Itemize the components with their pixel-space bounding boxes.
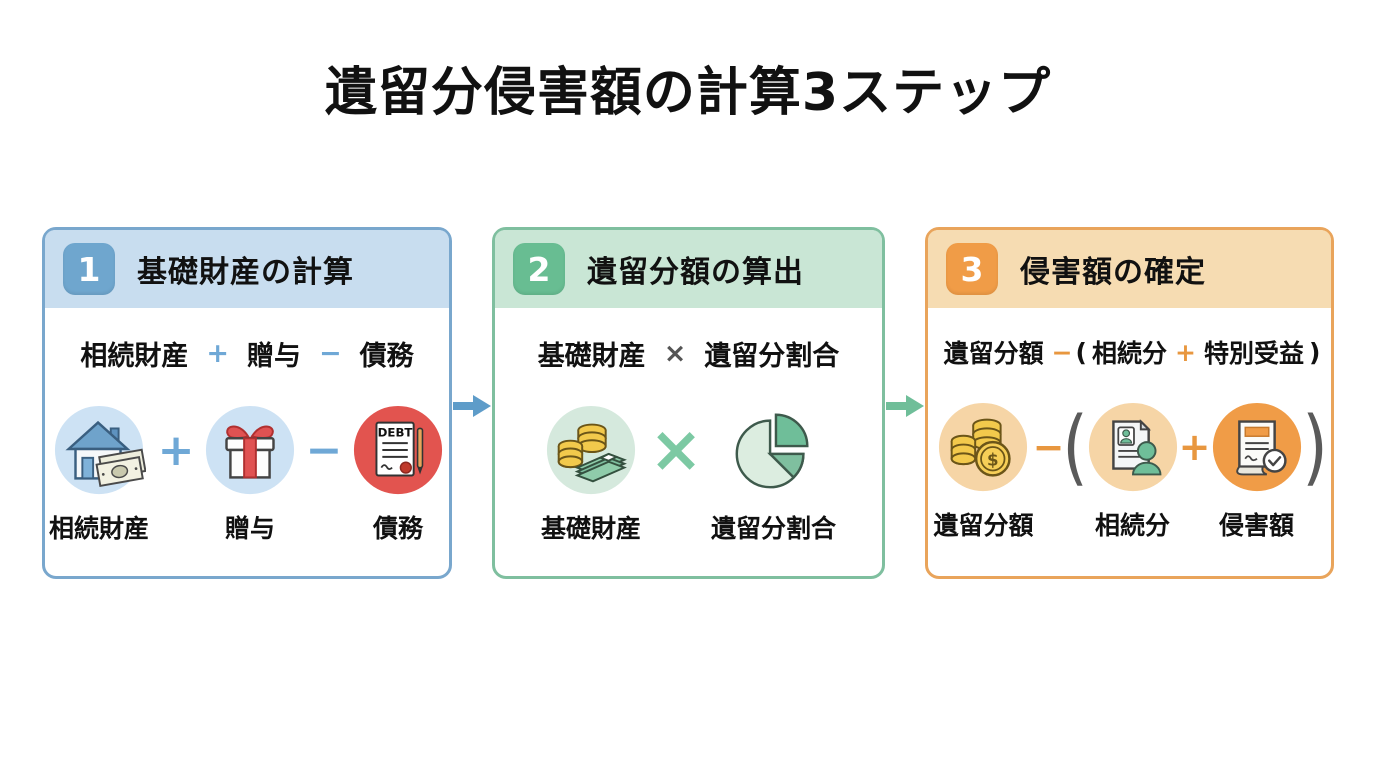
minus-operator: − xyxy=(319,338,342,369)
close-paren: ) xyxy=(1301,399,1328,495)
step-3-formula: 遺留分額 − ( 相続分 + 特別受益 ) xyxy=(939,334,1321,370)
step-1-formula: 相続財産 + 贈与 − 債務 xyxy=(71,334,422,373)
item-label: 相続分 xyxy=(1094,511,1170,540)
formula-term: 贈与 xyxy=(247,341,301,372)
formula-term: 債務 xyxy=(359,341,414,372)
step-1-number-badge: 1 xyxy=(63,243,115,295)
item-label: 遺留分割合 xyxy=(711,514,837,543)
item-debt: DEBT 債務 xyxy=(351,403,445,545)
step-2-header: 2 遺留分額の算出 xyxy=(495,230,882,308)
blue-right-arrow-icon xyxy=(453,395,491,417)
open-paren: ( xyxy=(1075,337,1087,367)
scroll-check-icon xyxy=(1210,400,1304,494)
minus-operator: − xyxy=(1032,425,1065,469)
item-infringement-amount: 侵害額 xyxy=(1210,400,1304,542)
step-2-title: 遺留分額の算出 xyxy=(587,255,804,290)
item-reserve-amount: $ 遺留分額 xyxy=(933,400,1034,542)
plus-operator: + xyxy=(1178,425,1211,469)
item-inheritance-share: 相続分 xyxy=(1086,400,1180,542)
open-paren: ( xyxy=(1061,399,1088,495)
item-gift: 贈与 xyxy=(203,403,297,545)
document-people-icon xyxy=(1086,400,1180,494)
formula-term: 相続財産 xyxy=(80,341,189,372)
item-inherited-assets: 相続財産 xyxy=(49,403,149,545)
step-1-body: 相続財産 + 贈与 − 債務 xyxy=(45,308,449,576)
debt-document-icon: DEBT xyxy=(351,403,445,497)
step-3-title: 侵害額の確定 xyxy=(1020,255,1206,290)
step-2-formula: 基礎財産 × 遺留分割合 xyxy=(529,334,849,373)
item-label: 贈与 xyxy=(224,514,275,543)
step-1-icon-row: 相続財産 + 贈与 xyxy=(45,403,449,545)
close-paren: ) xyxy=(1308,337,1321,367)
step-1-title: 基礎財産の計算 xyxy=(137,255,354,290)
pie-chart-icon xyxy=(727,403,821,497)
step-2-body: 基礎財産 × 遺留分割合 xyxy=(495,308,882,576)
step-2-number-badge: 2 xyxy=(513,243,565,295)
plus-operator: + xyxy=(1175,337,1196,367)
formula-term: 特別受益 xyxy=(1203,339,1304,368)
multiply-operator: × xyxy=(663,338,687,369)
plus-operator: + xyxy=(157,424,195,476)
formula-term: 基礎財産 xyxy=(537,341,646,372)
house-money-icon xyxy=(52,403,146,497)
plus-operator: + xyxy=(206,338,229,369)
item-label: 債務 xyxy=(372,514,423,543)
formula-term: 遺留分額 xyxy=(943,339,1044,368)
coins-bills-icon xyxy=(544,403,638,497)
minus-operator: − xyxy=(1051,337,1073,367)
item-label: 基礎財産 xyxy=(540,514,641,543)
dollar-sign: $ xyxy=(987,451,999,470)
page-title: 遺留分侵害額の計算3ステップ xyxy=(324,63,1052,123)
item-base-assets: 基礎財産 xyxy=(541,403,641,545)
step-card-1: 1 基礎財産の計算 相続財産 + 贈与 − 債務 xyxy=(42,227,452,579)
step-3-icon-row: $ 遺留分額 − ( xyxy=(928,400,1331,542)
item-reserve-ratio: 遺留分割合 xyxy=(711,403,836,545)
item-label: 侵害額 xyxy=(1218,511,1294,540)
step-card-3: 3 侵害額の確定 遺留分額 − ( 相続分 + 特別受益 ) xyxy=(925,227,1334,579)
coins-dollar-icon: $ xyxy=(936,400,1030,494)
step-1-header: 1 基礎財産の計算 xyxy=(45,230,449,308)
formula-term: 遺留分割合 xyxy=(704,341,840,372)
step-card-2: 2 遺留分額の算出 基礎財産 × 遺留分割合 xyxy=(492,227,885,579)
green-right-arrow-icon xyxy=(886,395,924,417)
step-3-body: 遺留分額 − ( 相続分 + 特別受益 ) xyxy=(928,308,1331,576)
step-2-icon-row: 基礎財産 × 遺留分割合 xyxy=(495,403,882,545)
item-label: 遺留分額 xyxy=(933,511,1034,540)
debt-label: DEBT xyxy=(378,425,413,439)
minus-operator: − xyxy=(305,424,343,476)
formula-term: 相続分 xyxy=(1091,339,1167,368)
step-3-number-badge: 3 xyxy=(946,243,998,295)
gift-icon xyxy=(203,403,297,497)
step-3-header: 3 侵害額の確定 xyxy=(928,230,1331,308)
item-label: 相続財産 xyxy=(48,514,149,543)
multiply-operator: × xyxy=(649,413,703,487)
